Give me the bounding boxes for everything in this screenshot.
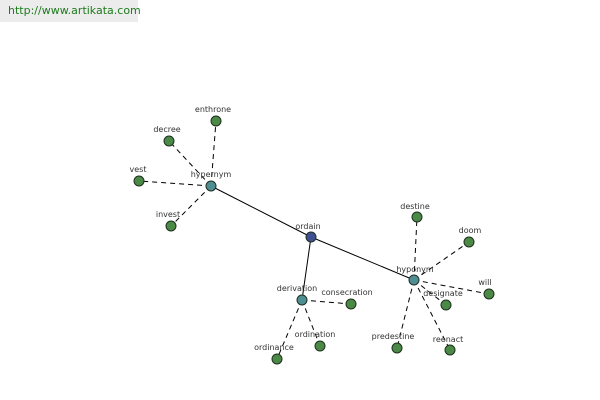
edge-hypernym-vest xyxy=(138,180,212,187)
node-predestine[interactable]: predestine xyxy=(372,332,415,354)
edge-hyponym-designate xyxy=(413,279,447,306)
node-will[interactable]: will xyxy=(478,278,495,300)
watermark-link[interactable]: http://www.artikata.com xyxy=(8,4,141,17)
graph-edges xyxy=(138,120,490,360)
edge-derivation-ordination xyxy=(301,299,321,347)
node-label-hypernym: hypernym xyxy=(191,170,232,179)
node-label-invest: invest xyxy=(156,210,180,219)
edge-hyponym-reenact xyxy=(413,279,451,351)
node-label-hyponym: hyponym xyxy=(396,265,434,274)
node-invest[interactable]: invest xyxy=(156,210,180,232)
node-dot-predestine[interactable] xyxy=(391,342,403,354)
node-label-reenact: reenact xyxy=(433,335,463,344)
node-dot-ordain[interactable] xyxy=(305,231,317,243)
node-consecration[interactable]: consecration xyxy=(321,288,373,310)
node-label-consecration: consecration xyxy=(321,288,372,297)
node-ordination[interactable]: ordination xyxy=(295,330,336,352)
node-dot-ordination[interactable] xyxy=(314,340,326,352)
edge-ordain-hyponym xyxy=(310,236,415,281)
node-vest[interactable]: vest xyxy=(130,165,147,187)
graph-nodes: ordain hypernym hyponym derivation enthrone d… xyxy=(130,105,495,365)
node-decree[interactable]: decree xyxy=(153,125,181,147)
edge-hypernym-invest xyxy=(170,185,212,227)
node-destine[interactable]: destine xyxy=(400,202,430,223)
node-label-ordinance: ordinance xyxy=(254,343,294,352)
edge-hyponym-destine xyxy=(413,216,418,281)
node-dot-ordinance[interactable] xyxy=(271,353,283,365)
node-dot-derivation[interactable] xyxy=(296,294,308,306)
node-dot-doom[interactable] xyxy=(463,236,475,248)
node-dot-invest[interactable] xyxy=(165,220,177,232)
node-derivation[interactable]: derivation xyxy=(277,284,317,306)
node-enthrone[interactable]: enthrone xyxy=(195,105,231,127)
node-label-derivation: derivation xyxy=(277,284,317,293)
node-label-decree: decree xyxy=(153,125,180,134)
node-hypernym[interactable]: hypernym xyxy=(191,170,232,192)
watermark-banner: http://www.artikata.com xyxy=(0,0,141,22)
node-ordinance[interactable]: ordinance xyxy=(254,343,294,365)
node-label-will: will xyxy=(478,278,491,287)
edge-hyponym-will xyxy=(413,279,490,295)
node-dot-hypernym[interactable] xyxy=(205,180,217,192)
node-ordain[interactable]: ordain xyxy=(295,222,321,243)
node-hyponym[interactable]: hyponym xyxy=(396,265,434,286)
node-label-designate: designate xyxy=(423,289,463,298)
edge-hypernym-enthrone xyxy=(210,120,217,187)
node-label-predestine: predestine xyxy=(372,332,415,341)
node-doom[interactable]: doom xyxy=(459,226,482,248)
node-label-ordain: ordain xyxy=(295,222,320,231)
node-label-ordination: ordination xyxy=(295,330,336,339)
node-dot-designate[interactable] xyxy=(440,299,452,311)
node-designate[interactable]: designate xyxy=(423,289,463,311)
edge-hypernym-decree xyxy=(168,140,212,187)
node-label-destine: destine xyxy=(400,202,430,211)
node-dot-destine[interactable] xyxy=(411,211,423,223)
edge-ordain-derivation xyxy=(301,236,312,301)
node-label-vest: vest xyxy=(130,165,147,174)
node-label-enthrone: enthrone xyxy=(195,105,231,114)
edge-ordain-hypernym xyxy=(210,185,312,238)
edge-hyponym-doom xyxy=(413,241,470,281)
edge-hyponym-predestine xyxy=(396,279,415,349)
edge-derivation-ordinance xyxy=(276,299,303,360)
edge-derivation-consecration xyxy=(301,299,352,305)
node-dot-enthrone[interactable] xyxy=(210,115,222,127)
node-reenact[interactable]: reenact xyxy=(433,335,463,356)
node-dot-will[interactable] xyxy=(483,288,495,300)
node-dot-vest[interactable] xyxy=(133,175,145,187)
node-label-doom: doom xyxy=(459,226,482,235)
node-dot-consecration[interactable] xyxy=(345,298,357,310)
node-dot-decree[interactable] xyxy=(163,135,175,147)
node-dot-hyponym[interactable] xyxy=(408,274,420,286)
node-dot-reenact[interactable] xyxy=(444,344,456,356)
